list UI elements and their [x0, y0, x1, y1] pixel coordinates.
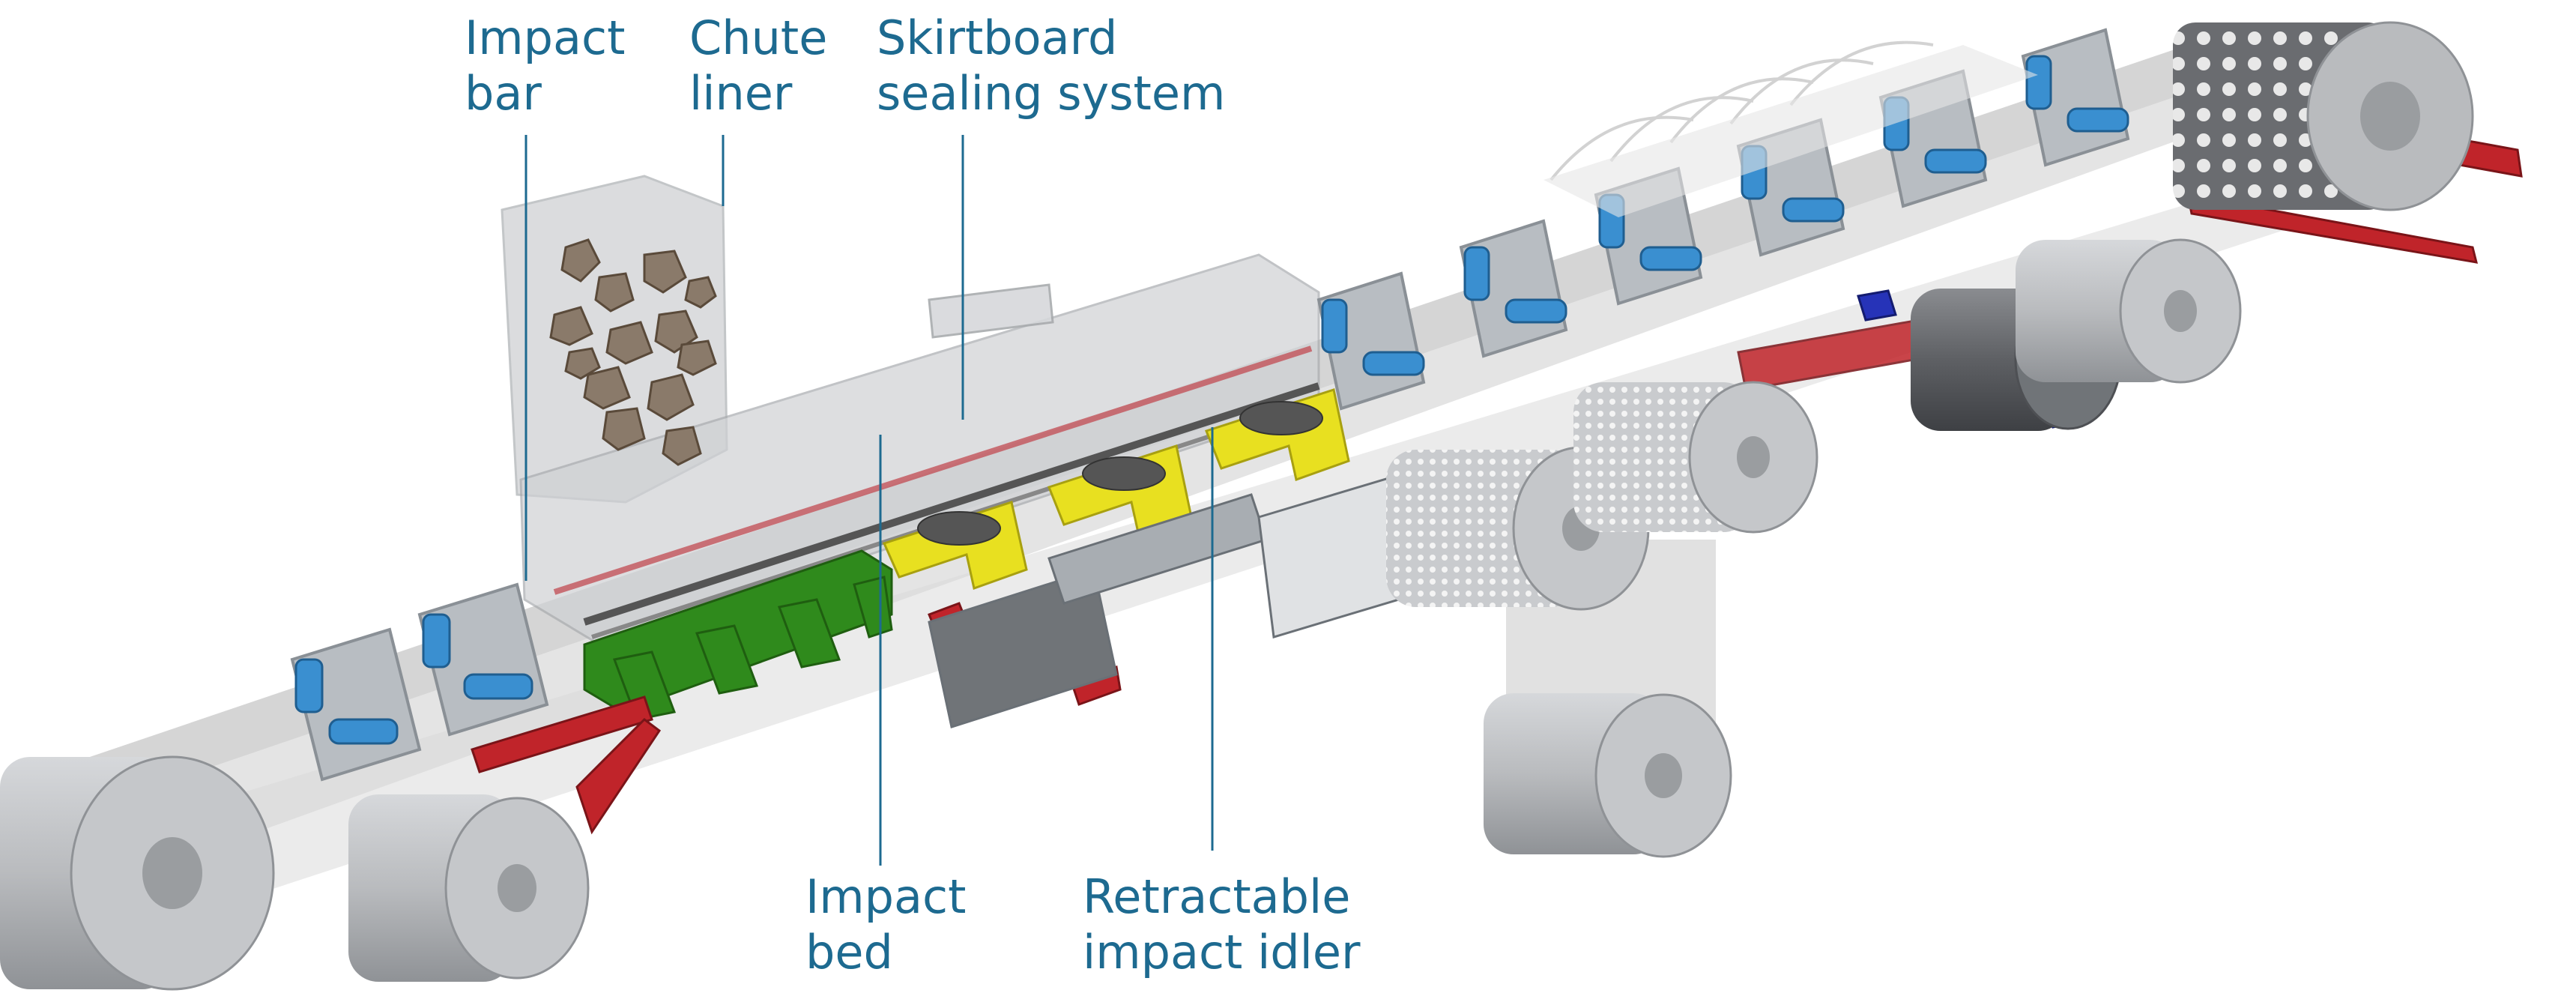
impact-bed — [583, 549, 893, 721]
label-skirtboard-line1: Skirtboard — [877, 10, 1118, 65]
label-retractable-idler-line2: impact idler — [1083, 925, 1361, 980]
label-skirtboard: Skirtboard sealing system — [877, 10, 1225, 121]
leader-lines — [524, 135, 1214, 866]
label-retractable-idler: Retractable impact idler — [1083, 869, 1361, 980]
label-impact-bar-line1: Impact — [465, 10, 626, 65]
label-impact-bar-line2: bar — [465, 66, 542, 121]
head-pulley — [2173, 21, 2474, 211]
belt-covers — [1549, 40, 1934, 181]
skirt-lower-rail — [583, 382, 1320, 626]
loading-hood — [928, 283, 1054, 339]
tail-pulley — [0, 755, 275, 991]
pulleys — [0, 21, 2474, 991]
skirt-rubber-strip — [553, 345, 1313, 595]
return-pulley-right — [2016, 238, 2242, 384]
label-retractable-idler-line1: Retractable — [1083, 869, 1351, 924]
label-impact-bed-line2: bed — [805, 925, 893, 980]
label-chute-liner-line1: Chute — [689, 10, 828, 65]
belt-cover-hood — [1544, 45, 2038, 217]
snub-pulley-1 — [348, 794, 590, 982]
mesh-pulley-2 — [1573, 381, 1818, 534]
label-impact-bed-line1: Impact — [805, 869, 967, 924]
label-impact-bed: Impact bed — [805, 869, 966, 980]
label-impact-bar: Impact bar — [465, 10, 625, 121]
label-chute-liner-line2: liner — [689, 66, 793, 121]
impact-idler-rolls — [917, 401, 1323, 546]
label-skirtboard-line2: sealing system — [877, 66, 1226, 121]
rocks — [549, 238, 717, 466]
label-chute-liner: Chute liner — [689, 10, 827, 121]
gravity-take-up-pulley — [1484, 693, 1732, 858]
